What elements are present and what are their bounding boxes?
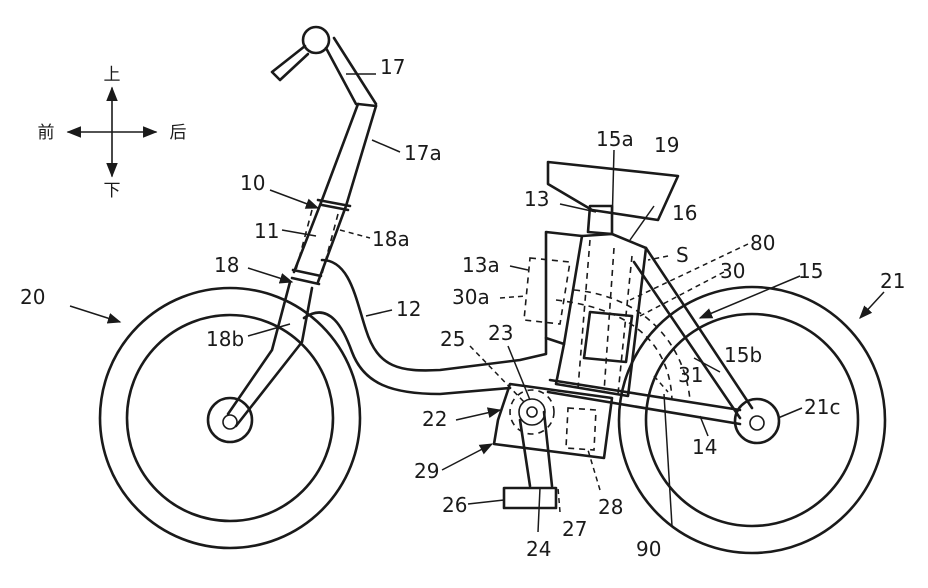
front-fork <box>228 282 312 426</box>
handlebar <box>272 27 376 206</box>
label-11: 11 <box>254 219 279 243</box>
direction-rear: 后 <box>170 123 187 143</box>
rear-wheel <box>619 287 885 553</box>
label-25: 25 <box>440 327 465 351</box>
label-30: 30 <box>720 259 745 283</box>
label-30a: 30a <box>452 285 490 309</box>
label-10: 10 <box>240 171 265 195</box>
label-31: 31 <box>678 363 703 387</box>
label-15: 15 <box>798 259 823 283</box>
label-21c: 21c <box>804 395 840 419</box>
label-19: 19 <box>654 133 679 157</box>
label-26: 26 <box>442 493 467 517</box>
label-17: 17 <box>380 55 405 79</box>
direction-up: 上 <box>104 65 121 85</box>
label-S: S <box>676 243 689 267</box>
head-tube <box>292 200 350 284</box>
label-28: 28 <box>598 495 623 519</box>
label-20: 20 <box>20 285 45 309</box>
label-13a: 13a <box>462 253 500 277</box>
label-23: 23 <box>488 321 513 345</box>
label-16: 16 <box>672 201 697 225</box>
label-12: 12 <box>396 297 421 321</box>
label-18: 18 <box>214 253 239 277</box>
label-21: 21 <box>880 269 905 293</box>
label-22: 22 <box>422 407 447 431</box>
label-15b: 15b <box>724 343 762 367</box>
label-17a: 17a <box>404 141 442 165</box>
direction-down: 下 <box>104 181 121 201</box>
label-15a: 15a <box>596 127 634 151</box>
label-18a: 18a <box>372 227 410 251</box>
direction-indicator: 上 下 前 后 <box>38 65 187 201</box>
label-24: 24 <box>526 537 551 561</box>
label-13: 13 <box>524 187 549 211</box>
label-14: 14 <box>692 435 717 459</box>
direction-front: 前 <box>38 123 55 143</box>
label-80: 80 <box>750 231 775 255</box>
label-27: 27 <box>562 517 587 541</box>
label-29: 29 <box>414 459 439 483</box>
label-18b: 18b <box>206 327 244 351</box>
label-90: 90 <box>636 537 661 561</box>
crank-housing <box>494 384 612 458</box>
